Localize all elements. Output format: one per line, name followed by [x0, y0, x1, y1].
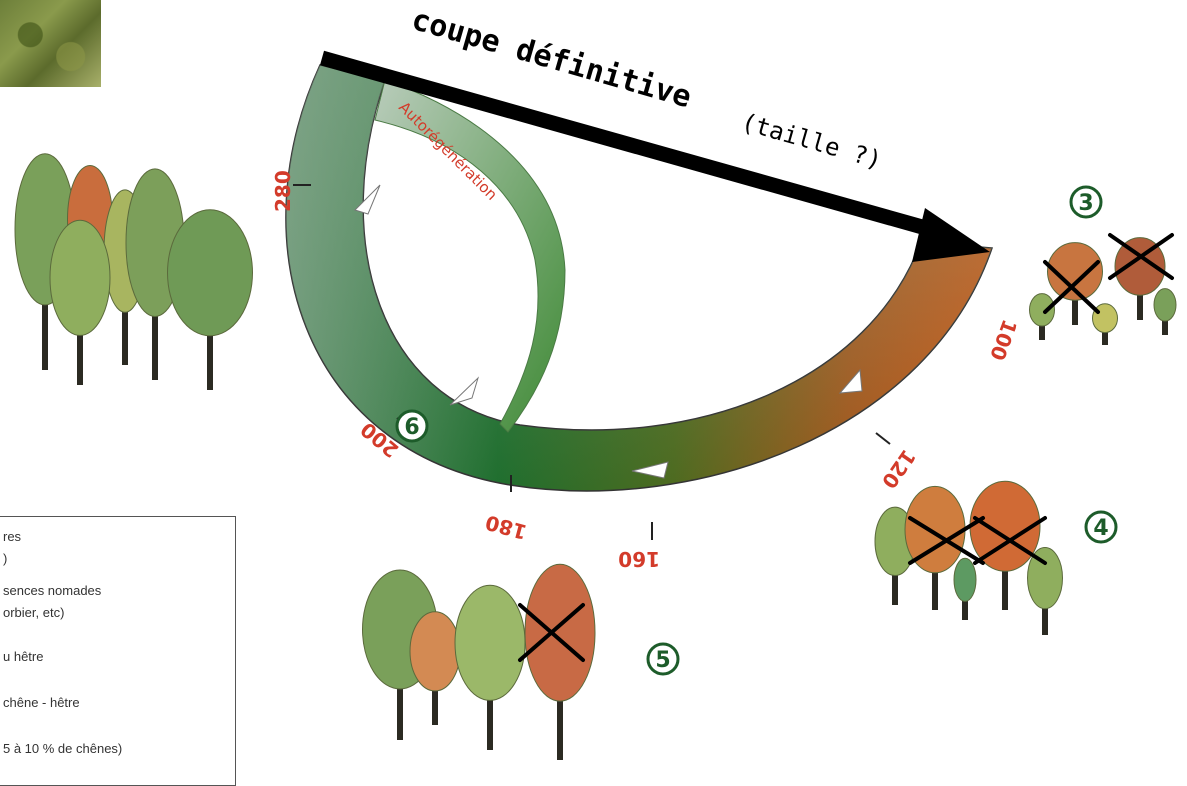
stage-5-tree [454, 584, 526, 750]
stage-3-tree [1153, 288, 1177, 335]
stage-5-number: 5 [655, 648, 670, 673]
final-cut-subtitle: (taille ?) [738, 108, 885, 175]
cycle-arrowhead [838, 368, 863, 394]
tick-label-180: 180 [483, 510, 530, 544]
stage-3-cut-mark [1043, 260, 1100, 314]
legend-line: orbier, etc) [3, 605, 65, 620]
stage-3-tree [1029, 293, 1055, 340]
tick-label-280: 280 [271, 170, 295, 212]
stage-5-badge [646, 642, 680, 676]
legend-line: ) [3, 551, 8, 566]
legend-line: chêne - hêtre [3, 695, 80, 710]
stage-5-tree [409, 611, 461, 725]
cycle-arrowhead [449, 376, 480, 406]
stage-4-number: 4 [1093, 516, 1108, 541]
forest-photo-thumbnail [0, 0, 101, 87]
stage-6-number: 6 [404, 415, 419, 440]
final-cut-arrowhead [912, 208, 990, 262]
stage-6-badge [395, 409, 429, 443]
stage-3-badge [1069, 185, 1103, 219]
stage-4-cut-mark [973, 516, 1047, 565]
stage-5-cut-mark [518, 603, 585, 662]
legend-line: res [3, 529, 22, 544]
stage-3-number: 3 [1078, 191, 1093, 216]
tick-label-160: 160 [618, 547, 660, 571]
tick-mark [875, 432, 891, 445]
stage-4-badge [1084, 510, 1118, 544]
stage-6-tree [49, 219, 111, 385]
cycle-arrowhead [354, 184, 381, 215]
stage-5-tree [524, 563, 596, 760]
legend-line: 5 à 10 % de chênes) [3, 741, 123, 756]
final-cut-arrow-shaft [319, 50, 943, 240]
tick-label-100: 100 [985, 316, 1022, 363]
stage-4-tree [1027, 546, 1063, 635]
stage-6-tree [167, 209, 253, 390]
legend-box: res ) sences nomades orbier, etc) u hêtr… [0, 516, 236, 786]
stage-4-cut-mark [908, 516, 985, 565]
autoregeneration-band [374, 79, 566, 433]
cycle-arrowhead [631, 461, 669, 479]
tick-label-120: 120 [877, 445, 921, 493]
legend-line: sences nomades [3, 583, 102, 598]
legend-line: u hêtre [3, 649, 44, 664]
stage-4-tree [953, 557, 977, 620]
stage-3-tree [1114, 237, 1166, 320]
stage-3-cut-mark [1108, 233, 1174, 280]
stage-3-tree [1047, 242, 1103, 325]
